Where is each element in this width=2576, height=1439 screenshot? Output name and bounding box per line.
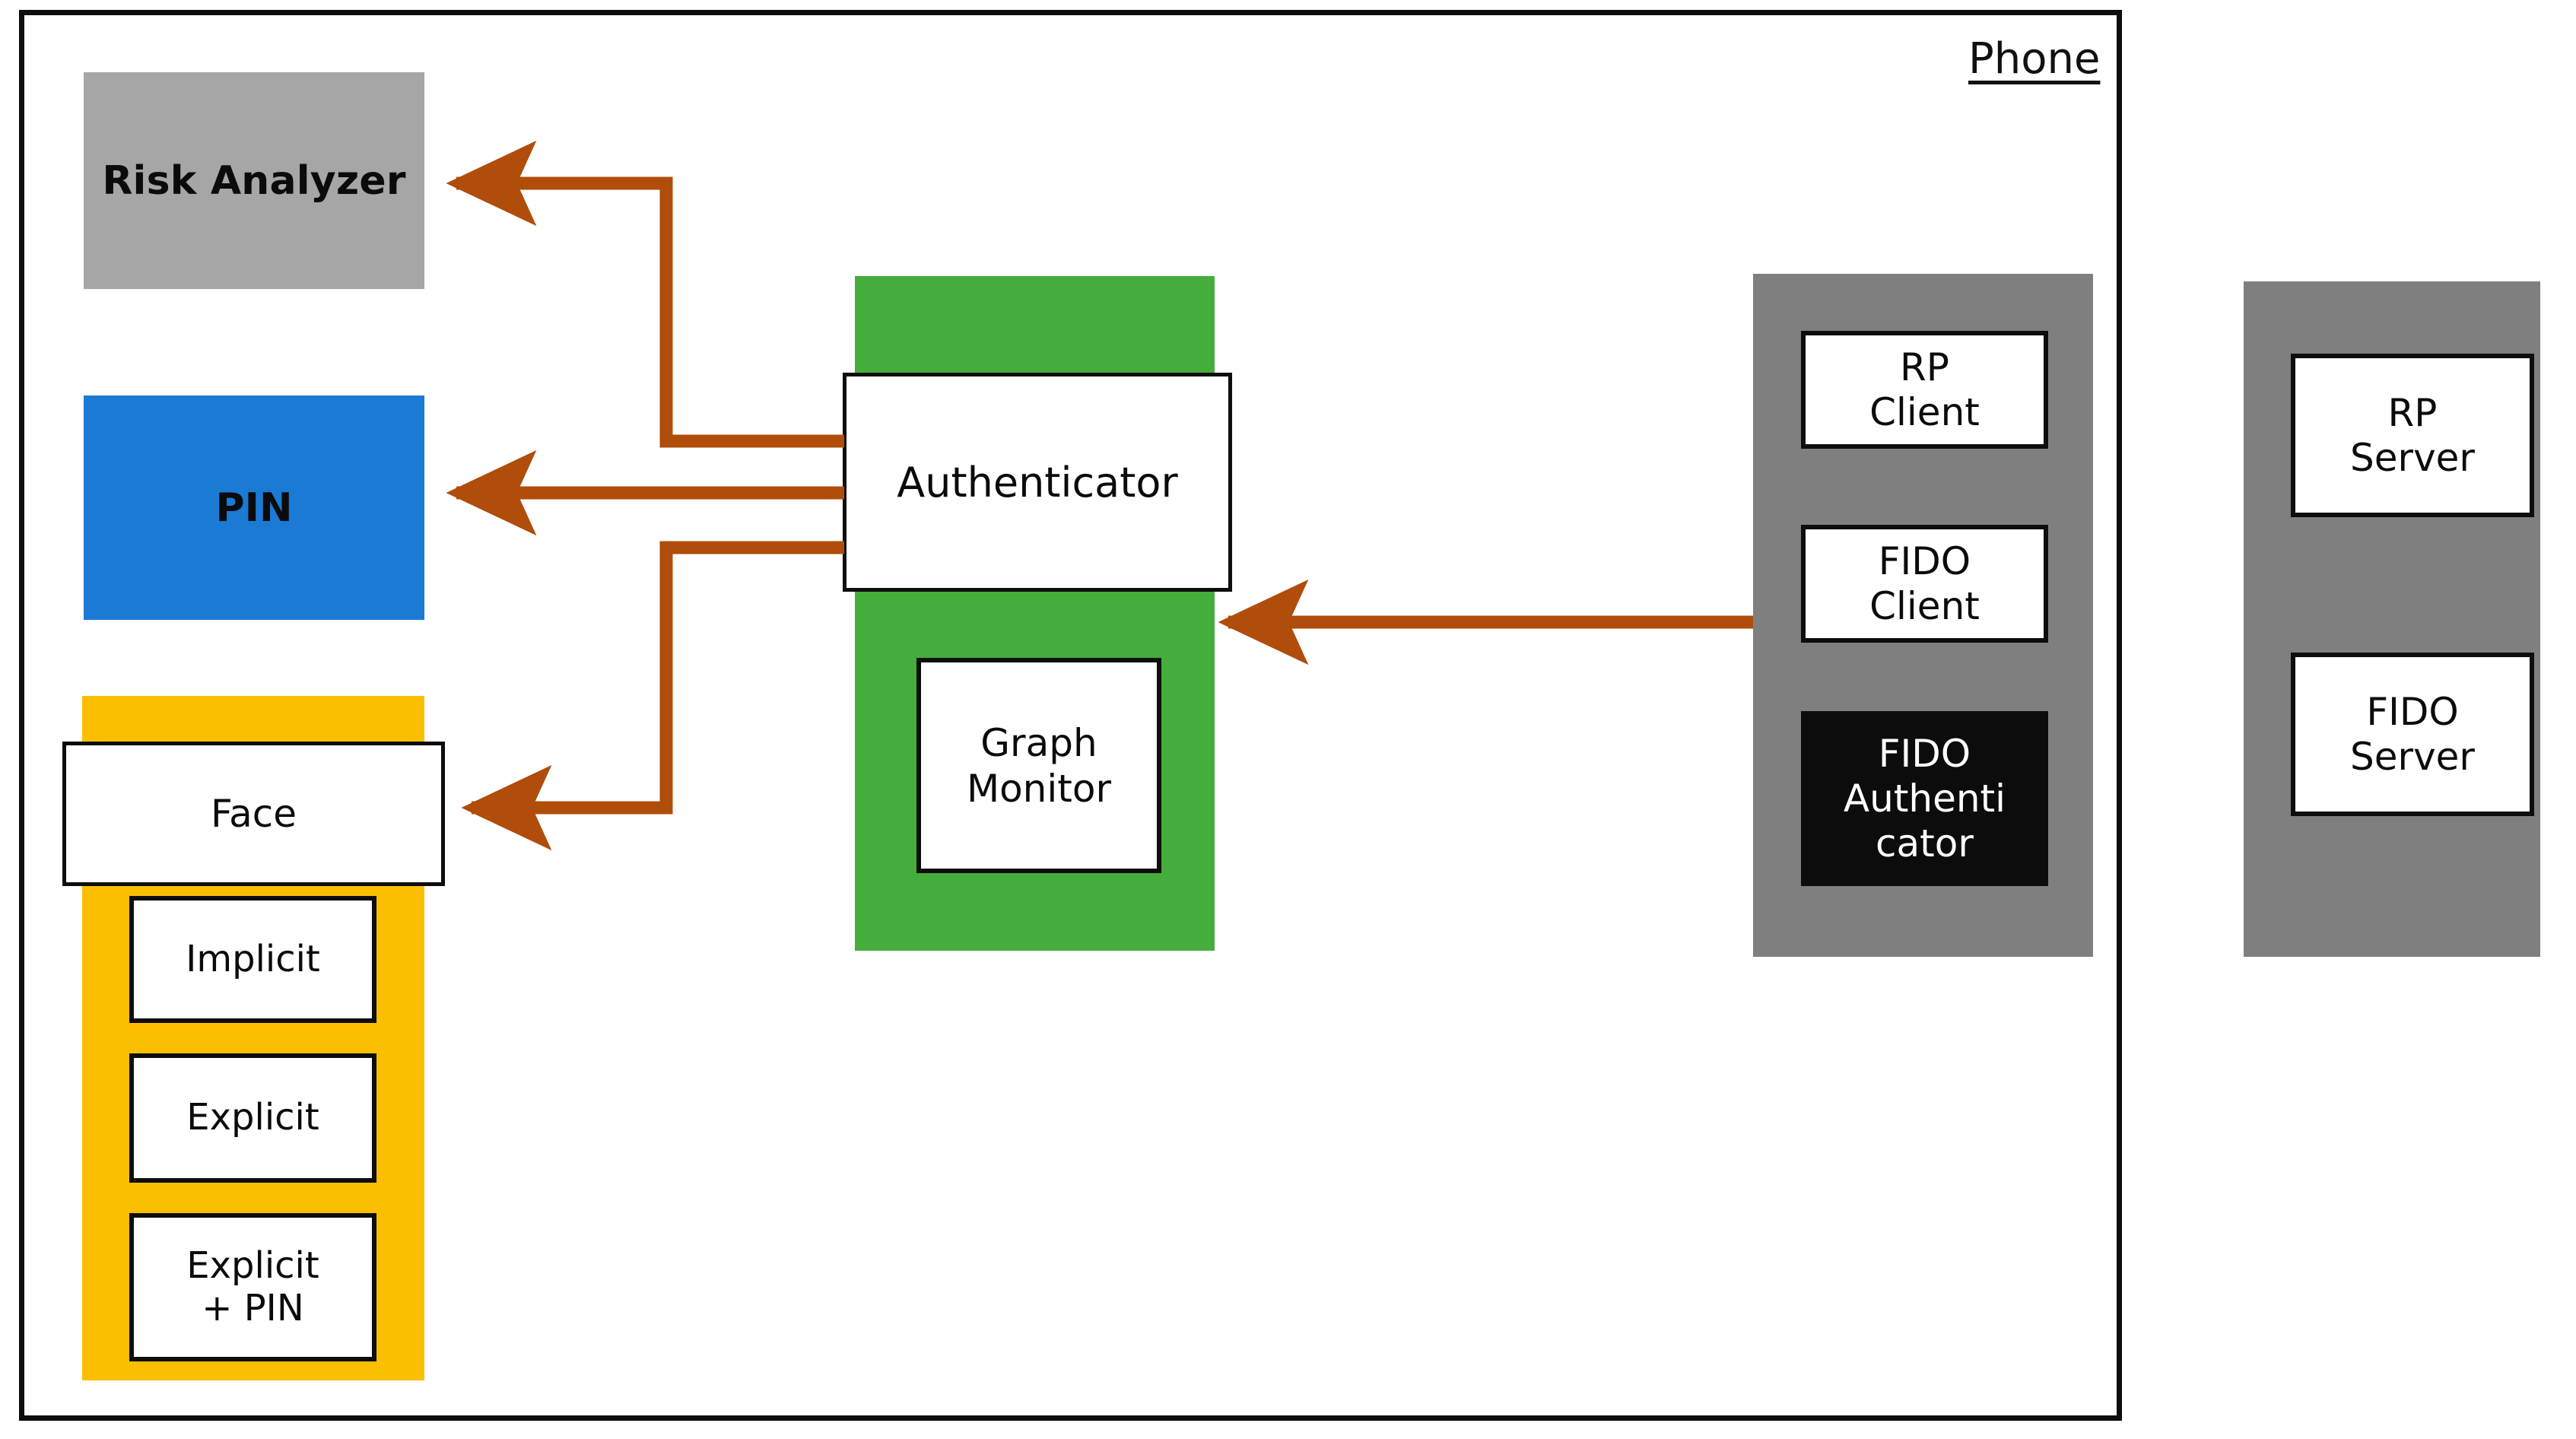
biometric-mode-implicit: Implicit <box>129 896 376 1023</box>
authenticator-block: Authenticator <box>843 373 1232 592</box>
face-block: Face <box>62 742 445 886</box>
pin-block: PIN <box>84 395 424 620</box>
biometric-mode-explicit: Explicit <box>129 1053 376 1183</box>
phone-label: Phone <box>1968 33 2101 84</box>
risk-analyzer-block: Risk Analyzer <box>84 72 424 289</box>
biometric-mode-explicit-pin: Explicit+ PIN <box>129 1213 376 1361</box>
phone-boundary <box>19 10 2122 1421</box>
